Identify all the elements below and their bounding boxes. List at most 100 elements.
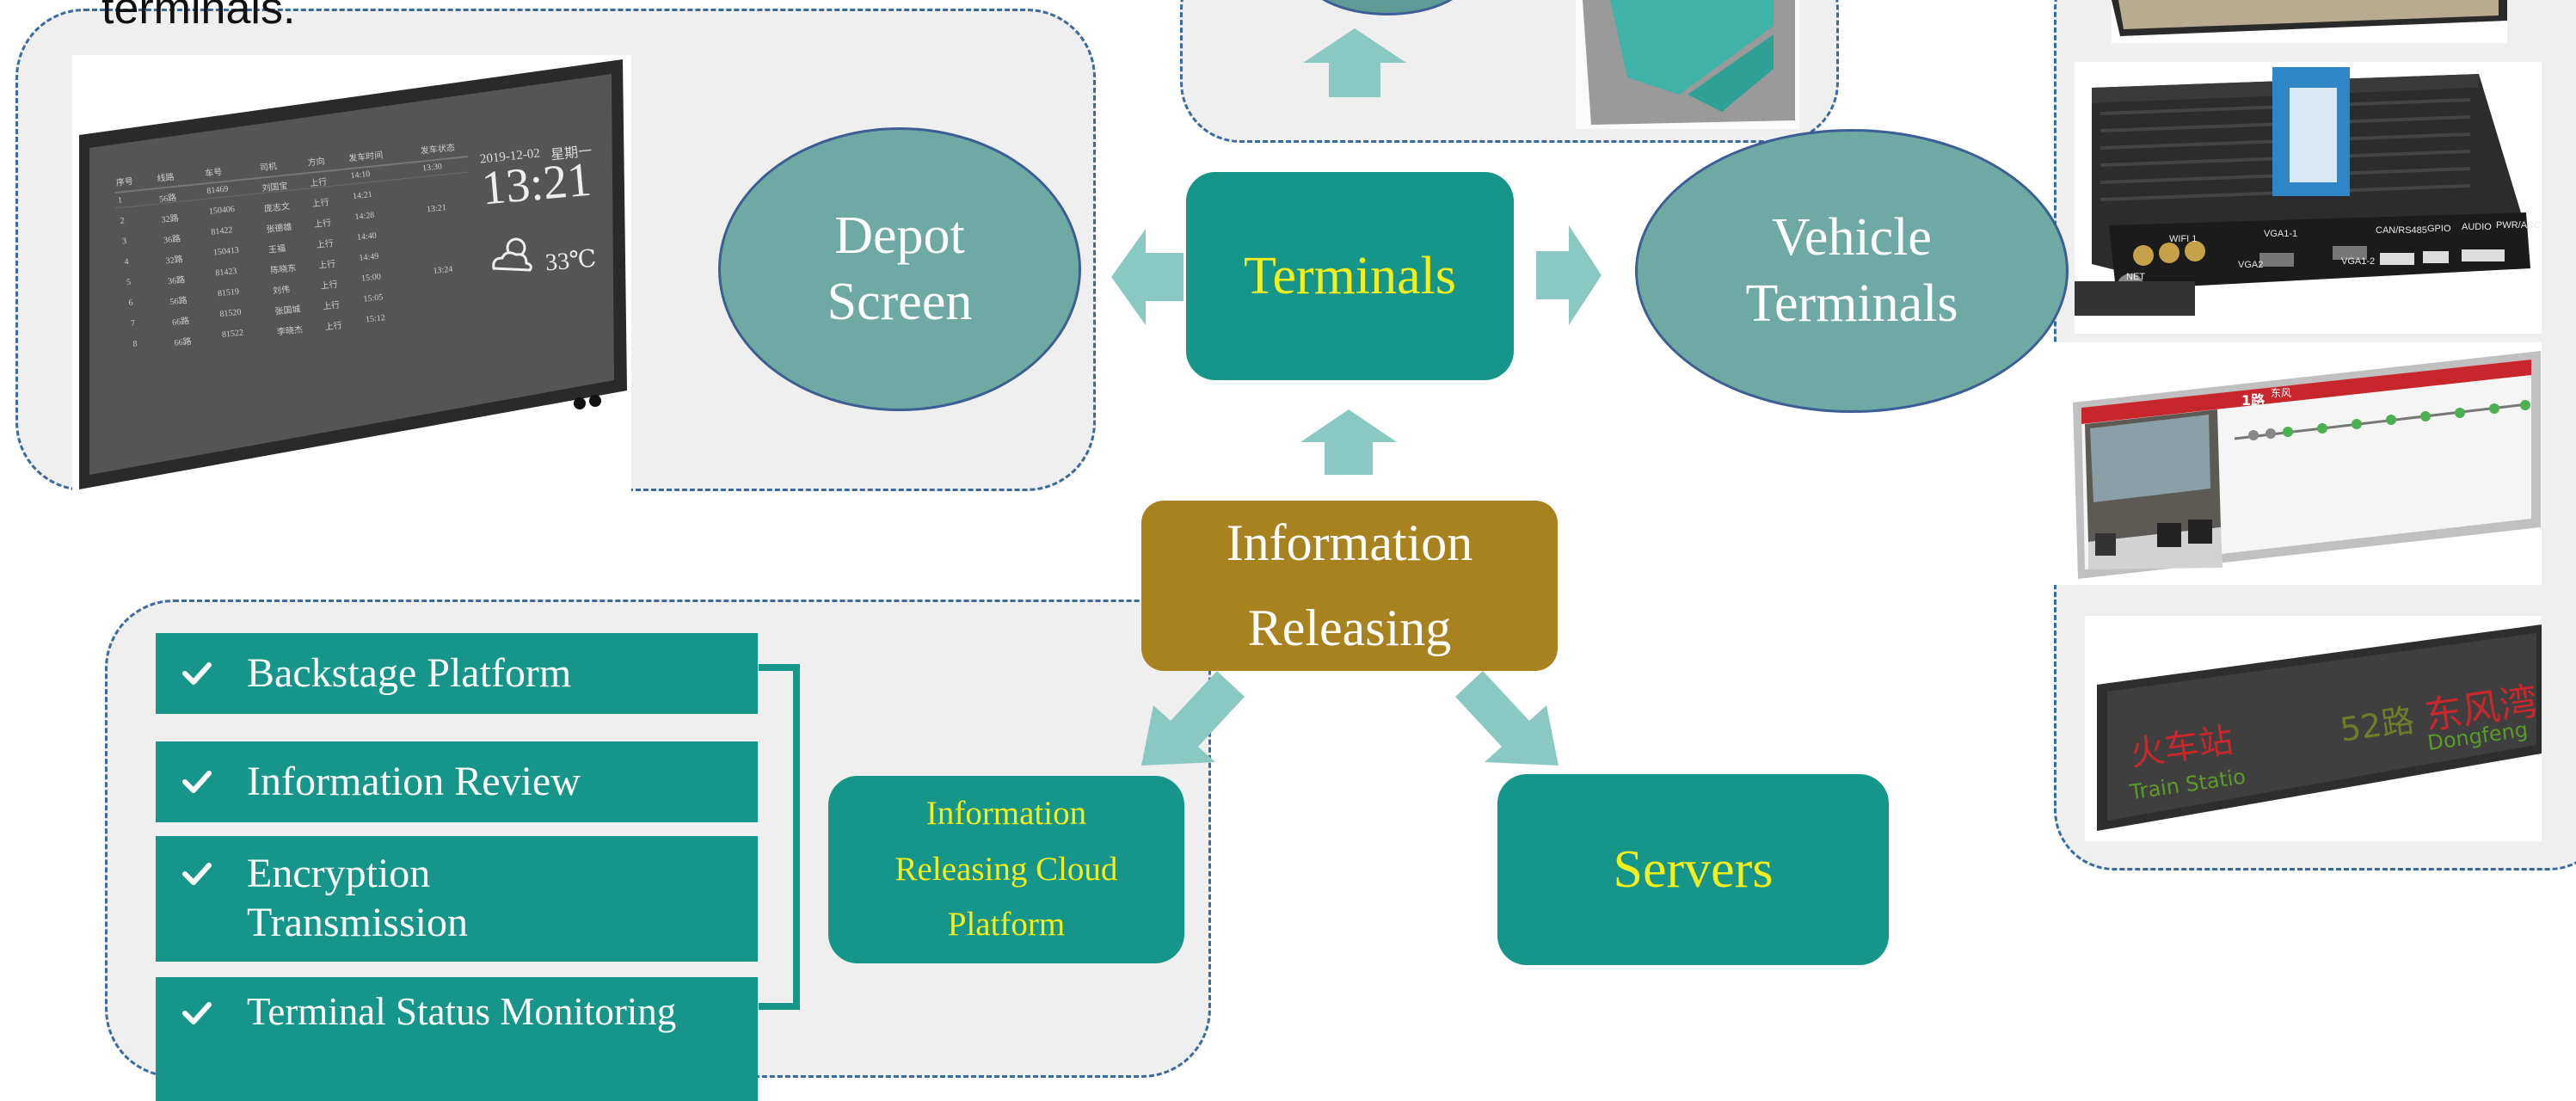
schedule-cell: 6	[128, 298, 134, 309]
schedule-cell: 刘国宝	[261, 181, 288, 194]
schedule-cell: 15:00	[360, 272, 382, 284]
schedule-cell	[431, 240, 487, 259]
schedule-cell: 32路	[165, 255, 184, 267]
schedule-cell: 张国城	[274, 304, 302, 317]
schedule-cell: 36路	[167, 275, 186, 287]
schedule-cell: 庞志文	[263, 202, 291, 215]
check-icon	[182, 662, 212, 685]
schedule-cell: 上行	[313, 218, 332, 231]
caption-text: terminals.	[101, 0, 296, 34]
schedule-cell: 1	[117, 195, 123, 206]
schedule-cell: 14:10	[350, 169, 371, 181]
schedule-cell: 上行	[311, 198, 330, 210]
schedule-cell: 张德雄	[266, 222, 293, 235]
schedule-cell: 4	[124, 256, 130, 268]
arrow-right-icon	[1536, 225, 1602, 325]
arrow-down-left-icon	[1141, 671, 1245, 766]
vehicle-line1: Vehicle	[1772, 207, 1932, 267]
servers-label: Servers	[1613, 840, 1774, 899]
schedule-cell: 56路	[169, 296, 188, 308]
schedule-cell: 66路	[171, 316, 190, 328]
led-sign-image: 火车站 52路 东风湾 Train Statio Dongfeng	[2085, 616, 2542, 841]
feature-backstage-platform: Backstage Platform	[156, 633, 758, 714]
schedule-cell: 上行	[316, 238, 335, 250]
schedule-cell: 36路	[163, 234, 181, 246]
feature-label: Backstage Platform	[247, 649, 572, 696]
schedule-cell: 7	[130, 318, 136, 329]
schedule-cell: 81422	[210, 225, 233, 237]
route-display-image: 1路 东风	[2054, 342, 2542, 585]
schedule-cell: 陈晓东	[270, 263, 298, 276]
route-line-number: 1路	[2241, 392, 2266, 409]
schedule-cell: 上行	[317, 259, 336, 271]
feature-terminal-status-monitoring: Terminal Status Monitoring	[156, 977, 758, 1101]
vehicle-port-label: GPIO	[2427, 224, 2451, 234]
weather-icon	[489, 232, 540, 280]
depot-screen-node: Depot Screen	[718, 127, 1081, 411]
information-releasing-node: Information Releasing	[1141, 501, 1558, 671]
schedule-cell: 上行	[322, 300, 341, 312]
terminals-node: Terminals	[1186, 172, 1514, 380]
vehicle-port-label: PWR/ACC	[2496, 220, 2541, 231]
schedule-cell: 13:24	[433, 264, 453, 276]
check-icon	[182, 771, 212, 793]
schedule-cell: 13:30	[421, 162, 443, 174]
vehicle-port-label: VGA1-1	[2264, 229, 2298, 239]
vehicle-line2: Terminals	[1745, 274, 1958, 333]
depot-screen-image: 2019-12-02 星期一 13:21 33℃ 序号线路车号司机方向发车时间发…	[72, 55, 631, 494]
cloud-line1: Information	[925, 795, 1087, 833]
feature-label: Encryption	[247, 851, 431, 897]
schedule-cell: 81469	[206, 184, 229, 196]
schedule-cell: 15:05	[363, 292, 384, 304]
schedule-cell: 13:21	[426, 203, 447, 215]
schedule-cell: 上行	[309, 177, 328, 189]
feature-information-review: Information Review	[156, 741, 758, 822]
schedule-cell	[435, 281, 491, 300]
schedule-cell: 上行	[320, 280, 339, 292]
schedule-cell: 81519	[217, 286, 240, 299]
feature-label-line2: Transmission	[247, 900, 468, 945]
schedule-cell: 150406	[208, 204, 236, 217]
depot-time: 13:21	[479, 152, 594, 216]
vehicle-terminals-node: Vehicle Terminals	[1635, 129, 2069, 413]
feature-label: Terminal Status Monitoring	[247, 990, 677, 1033]
schedule-cell: 王福	[267, 243, 286, 255]
schedule-cell: 56路	[158, 193, 177, 205]
vehicle-port-label: AUDIO	[2462, 222, 2492, 232]
route-brand: 东风	[2271, 387, 2292, 399]
vehicle-port-label: CAN/RS485	[2376, 225, 2427, 236]
top-device-image	[1576, 0, 1799, 129]
vehicle-port-label: VGA1-2	[2341, 256, 2376, 267]
cloud-line2: Releasing Cloud	[895, 850, 1118, 888]
schedule-cell: 32路	[161, 213, 180, 225]
schedule-cell: 14:21	[352, 189, 373, 202]
check-icon	[182, 863, 212, 885]
schedule-cell: 81423	[214, 266, 237, 279]
schedule-cell	[424, 179, 480, 198]
check-icon	[182, 1002, 212, 1024]
center-line2: Releasing	[1247, 600, 1452, 656]
feature-encryption-transmission: Encryption Transmission	[156, 836, 758, 962]
top-right-image	[2112, 0, 2507, 43]
arrow-up-top-icon	[1303, 28, 1406, 97]
arrow-up-center-icon	[1300, 409, 1397, 475]
depot-line1: Depot	[834, 206, 965, 265]
schedule-cell: 81520	[218, 307, 243, 320]
cloud-platform-node: Information Releasing Cloud Platform	[828, 776, 1184, 963]
schedule-cell: 14:28	[354, 210, 375, 223]
center-line1: Information	[1226, 514, 1473, 571]
arrow-left-icon	[1111, 229, 1183, 325]
schedule-cell: 5	[126, 277, 132, 288]
arrow-down-right-icon	[1455, 671, 1559, 766]
depot-line2: Screen	[827, 273, 973, 331]
terminals-label: Terminals	[1243, 246, 1457, 305]
vehicle-port-label: NET	[2126, 272, 2145, 282]
vehicle-port-label: VGA2	[2238, 260, 2264, 270]
feature-bracket	[759, 664, 800, 1010]
schedule-cell: 3	[121, 237, 127, 247]
schedule-cell: 2	[120, 216, 126, 226]
vehicle-port-label: WIFI 1	[2169, 234, 2198, 244]
schedule-cell	[428, 220, 484, 239]
